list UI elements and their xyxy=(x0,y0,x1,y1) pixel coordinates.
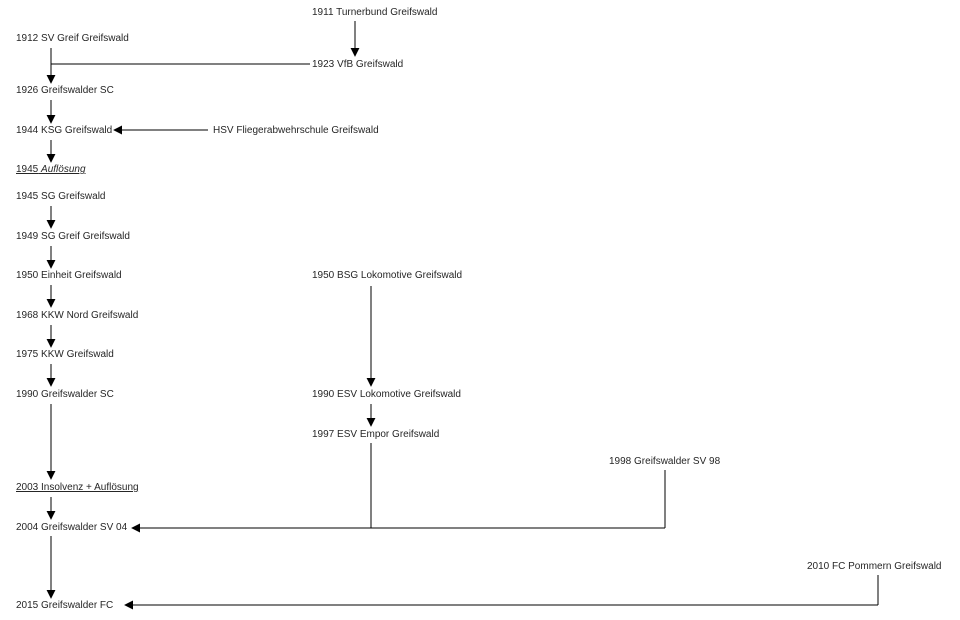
node-sg-greif-1949: 1949 SG Greif Greifswald xyxy=(16,231,130,242)
node-greifswalder-fc-2015: 2015 Greifswalder FC xyxy=(16,600,114,611)
node-sv-greif-1912: 1912 SV Greif Greifswald xyxy=(16,33,129,44)
node-esv-empor-1997: 1997 ESV Empor Greifswald xyxy=(312,429,440,440)
node-greifswalder-sv98: 1998 Greifswalder SV 98 xyxy=(609,456,721,467)
node-bsg-lokomotive-1950: 1950 BSG Lokomotive Greifswald xyxy=(312,270,463,281)
node-einheit-1950: 1950 Einheit Greifswald xyxy=(16,270,122,281)
node-ksg-1944: 1944 KSG Greifswald xyxy=(16,125,113,136)
node-sg-1945: 1945 SG Greifswald xyxy=(16,191,106,202)
node-turnerbund-1911: 1911 Turnerbund Greifswald xyxy=(312,7,438,18)
node-hsv-fliegerabwehrschule: HSV Fliegerabwehrschule Greifswald xyxy=(213,125,379,136)
node-vfb-1923: 1923 VfB Greifswald xyxy=(312,59,404,70)
node-kkw-nord-1968: 1968 KKW Nord Greifswald xyxy=(16,310,139,321)
aufloesung-text: Auflösung xyxy=(41,164,86,175)
node-insolvenz-2003: 2003 Insolvenz + Auflösung xyxy=(16,482,139,493)
node-greifswalder-sv04: 2004 Greifswalder SV 04 xyxy=(16,522,128,533)
node-fc-pommern-2010: 2010 FC Pommern Greifswald xyxy=(807,561,942,572)
node-greifswalder-sc-1926: 1926 Greifswalder SC xyxy=(16,85,114,96)
node-greifswalder-sc-1990: 1990 Greifswalder SC xyxy=(16,389,114,400)
node-aufloesung-1945: 1945 Auflösung xyxy=(16,164,86,176)
node-kkw-1975: 1975 KKW Greifswald xyxy=(16,349,114,360)
aufloesung-year: 1945 xyxy=(16,164,39,175)
node-esv-lokomotive-1990: 1990 ESV Lokomotive Greifswald xyxy=(312,389,461,400)
